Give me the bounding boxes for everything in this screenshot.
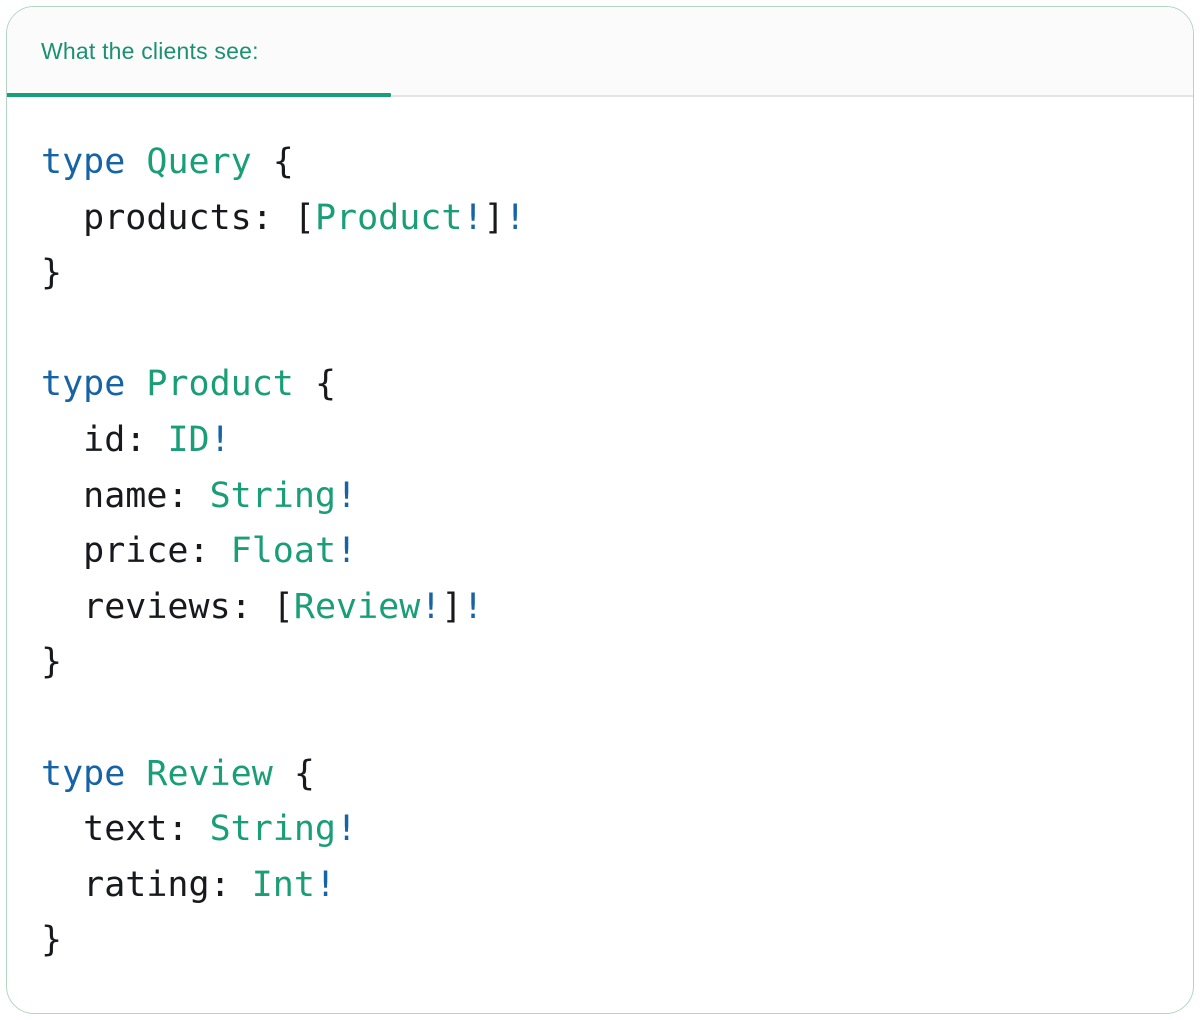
tab-active-indicator — [7, 93, 391, 97]
code-token: ID — [167, 419, 210, 460]
code-token: ! — [336, 809, 358, 850]
code-token: ! — [462, 586, 484, 627]
code-line: type Review { — [41, 747, 1173, 803]
code-token — [125, 142, 146, 182]
code-token: { — [251, 142, 294, 182]
code-token: ! — [336, 475, 358, 516]
code-token: String — [209, 475, 337, 516]
code-token: ] — [441, 586, 463, 627]
code-line: } — [41, 635, 1173, 691]
code-line: type Query { — [41, 135, 1173, 191]
code-token: Int — [251, 864, 315, 905]
code-token: ! — [420, 586, 442, 627]
code-token: ] — [483, 197, 505, 238]
code-token: reviews: [ — [41, 586, 294, 627]
code-token: id: — [41, 419, 168, 460]
code-token: Review — [146, 753, 273, 794]
code-line: } — [41, 246, 1173, 302]
tab-what-clients-see[interactable]: What the clients see: — [7, 7, 391, 97]
code-line: text: String! — [41, 802, 1173, 858]
code-token: text: — [41, 809, 210, 850]
code-token: String — [209, 809, 337, 850]
code-line: id: ID! — [41, 413, 1173, 469]
code-token: price: — [41, 531, 231, 572]
code-line: type Product { — [41, 357, 1173, 413]
code-line — [41, 691, 1173, 747]
code-token: type — [41, 364, 126, 405]
code-token: Query — [146, 142, 252, 182]
schema-panel: What the clients see: type Query { produ… — [6, 6, 1194, 1014]
code-token: { — [272, 753, 315, 794]
code-token: rating: — [41, 864, 252, 905]
code-token — [125, 754, 146, 794]
code-token: } — [41, 253, 63, 294]
code-token: Float — [230, 531, 337, 572]
code-token: products: [ — [41, 197, 315, 238]
code-token: type — [41, 142, 126, 182]
code-line: products: [Product!]! — [41, 191, 1173, 247]
code-line: reviews: [Review!]! — [41, 580, 1173, 636]
code-token: Review — [293, 586, 421, 627]
code-token: Product — [314, 197, 463, 238]
tab-label: What the clients see: — [41, 37, 259, 64]
code-line — [41, 302, 1173, 358]
code-token: ! — [336, 531, 358, 572]
code-line: price: Float! — [41, 524, 1173, 580]
code-token: ! — [504, 197, 526, 238]
code-token: ! — [314, 864, 337, 905]
code-line: name: String! — [41, 469, 1173, 525]
panel-header: What the clients see: — [7, 7, 1193, 97]
code-token — [125, 364, 146, 404]
code-token: name: — [41, 475, 210, 516]
code-token: } — [41, 642, 63, 683]
code-line: rating: Int! — [41, 858, 1173, 914]
code-token: Product — [146, 364, 294, 405]
code-token: ! — [209, 419, 231, 460]
code-token: } — [41, 920, 63, 961]
code-token: type — [41, 753, 126, 794]
code-line: } — [41, 913, 1173, 969]
code-block: type Query { products: [Product!]!} type… — [7, 97, 1193, 969]
code-token: ! — [462, 197, 484, 238]
code-token: { — [293, 364, 337, 405]
